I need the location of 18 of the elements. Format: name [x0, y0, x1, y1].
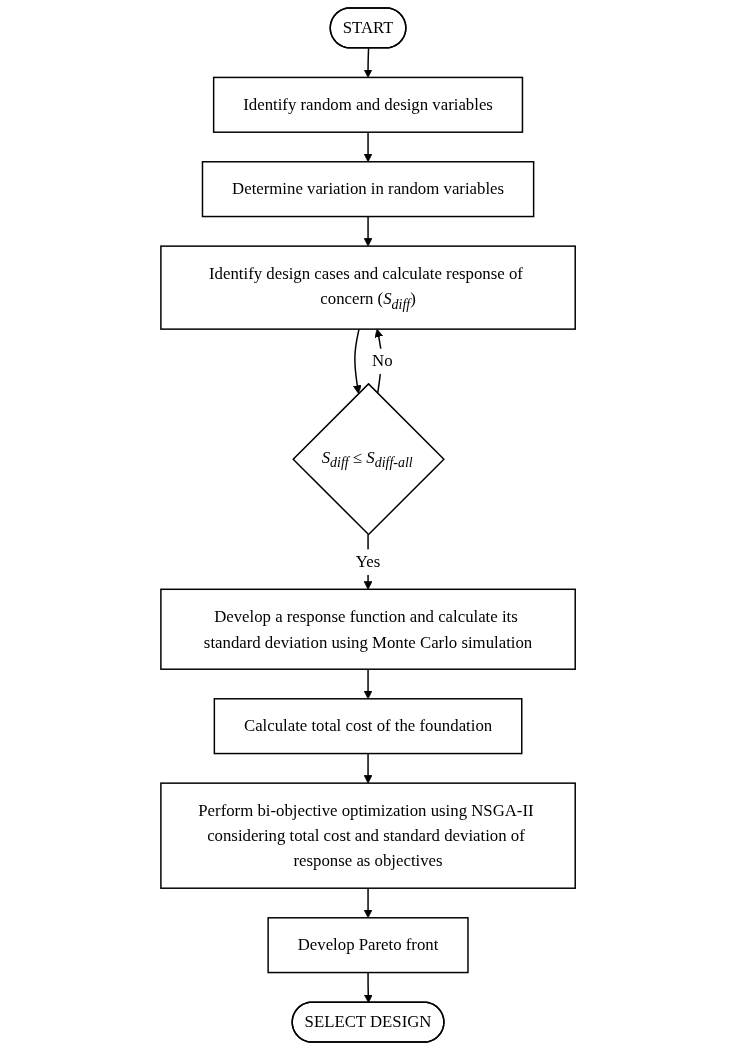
edge-label: No — [372, 351, 393, 371]
edge-label: Yes — [355, 552, 381, 572]
node-box: Develop a response function and calculate its standard deviation using Monte Carlo simulation — [160, 588, 576, 670]
arrow — [363, 752, 373, 784]
arrow — [363, 215, 373, 247]
node-box: Perform bi-objective optimization using NSGA-II considering total cost and standard deviation of response as objectives — [160, 782, 576, 889]
node-box: Calculate total cost of the foundation — [213, 698, 523, 755]
arrow — [363, 131, 373, 163]
node-box: Identify random and design variables — [212, 76, 524, 133]
node-box: Develop Pareto front — [267, 917, 469, 974]
arrow — [363, 971, 373, 1004]
arrow — [363, 887, 373, 919]
node-box: Determine variation in random variables — [201, 161, 535, 218]
node-box: Identify design cases and calculate response of concern (S$_{diff}$) — [160, 245, 576, 330]
arrow — [363, 668, 373, 700]
arrow — [363, 47, 373, 78]
arrow — [352, 328, 362, 394]
node-diamond: S$_{diff}$ ≤ S$_{diff-all}$ — [292, 382, 445, 536]
